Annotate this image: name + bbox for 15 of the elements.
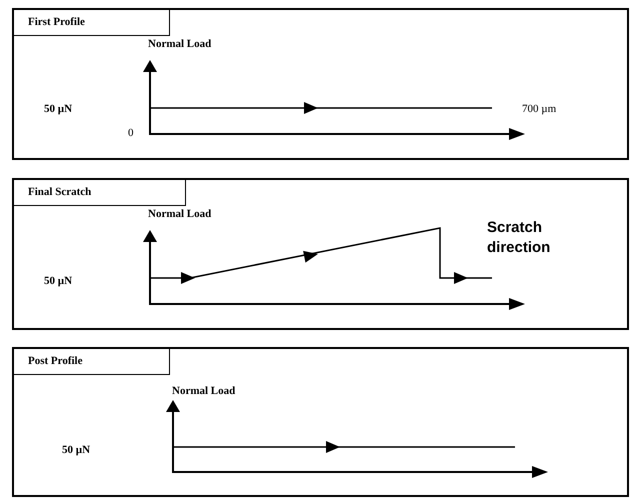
panel-frame [12, 178, 629, 330]
panel-frame [12, 347, 629, 497]
annotation-text: Scratch direction [487, 218, 552, 257]
axis-label: Normal Load [172, 385, 236, 397]
value-label: 50 µN [62, 444, 90, 456]
panel-frame [12, 8, 629, 160]
panel-title: Final Scratch [14, 180, 186, 206]
value-label: 50 µN [44, 103, 72, 115]
value-label: 50 µN [44, 275, 72, 287]
panel-title: Post Profile [14, 349, 170, 375]
tick-label: 0 [128, 127, 134, 139]
axis-label: Normal Load [148, 38, 212, 50]
panel-title: First Profile [14, 10, 170, 36]
axis-label: Normal Load [148, 208, 212, 220]
value-label: 700 µm [522, 103, 556, 115]
